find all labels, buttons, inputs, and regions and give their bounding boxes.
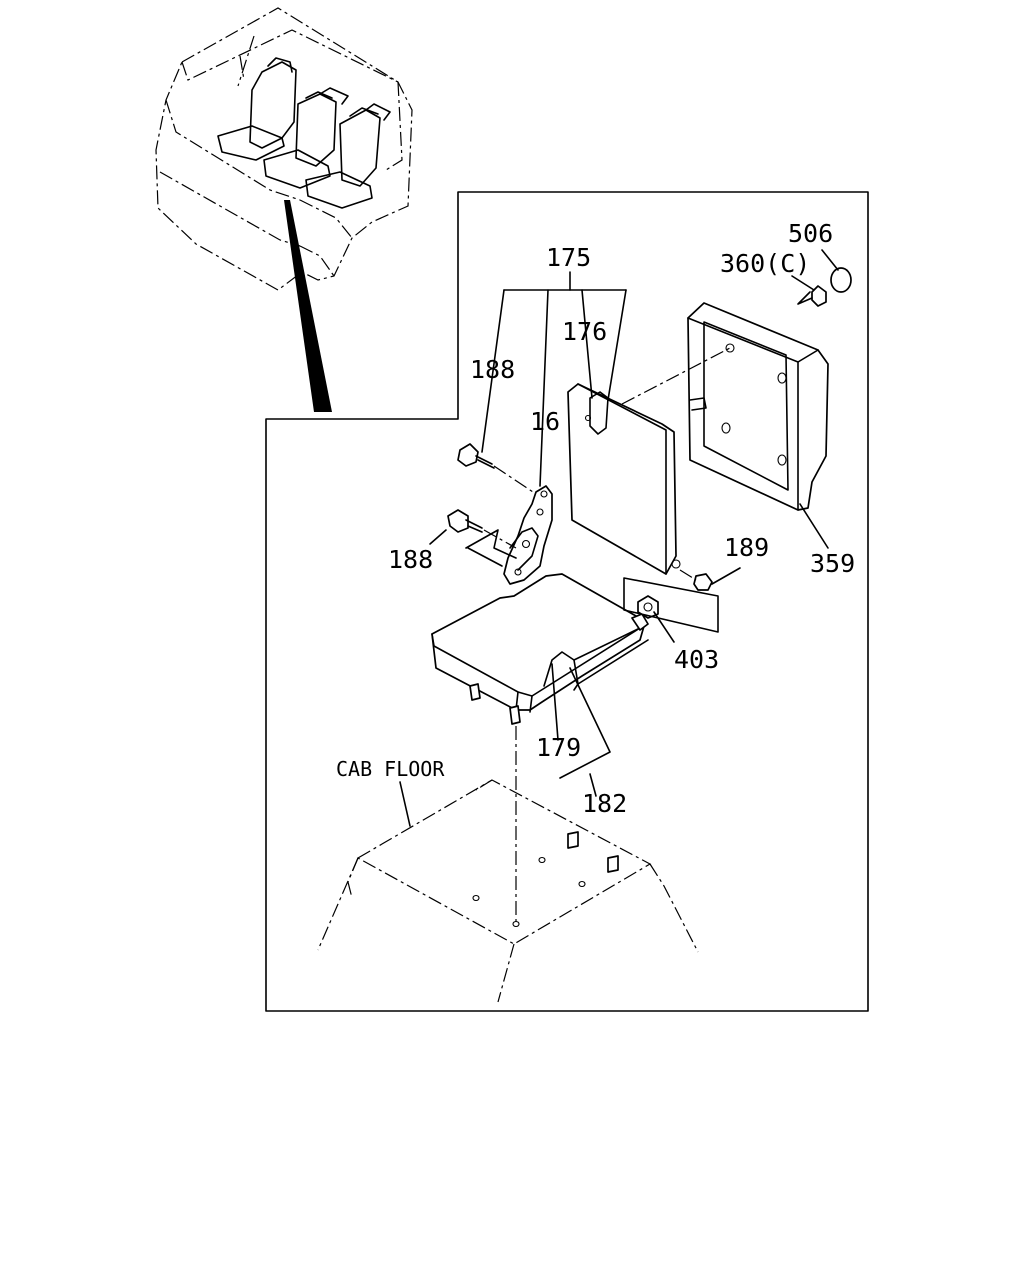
detail-callout-wedge — [284, 200, 332, 412]
nut-403 — [637, 595, 659, 619]
label-182: 182 — [582, 789, 627, 818]
cab-overview-illustration — [155, 7, 413, 291]
label-175: 175 — [546, 243, 591, 272]
seat-cushion-box — [431, 573, 649, 725]
bolt-188-upper-centerline — [493, 465, 537, 495]
label-16: 16 — [530, 407, 560, 436]
label-360c: 360(C) — [720, 249, 810, 278]
leader-lines — [399, 249, 839, 827]
detail-frame — [265, 191, 869, 1012]
cab-floor-illustration — [317, 779, 699, 1003]
label-188-upper: 188 — [470, 355, 515, 384]
bushing-189 — [693, 573, 713, 591]
seat-back-panel-176 — [567, 383, 681, 575]
label-506: 506 — [788, 219, 833, 248]
hinge-bracket-16 — [503, 485, 553, 585]
cover-alignment-line — [621, 347, 731, 405]
bolt-188-lower — [447, 509, 483, 533]
bolt-188-lower-centerline — [483, 529, 517, 549]
label-cab-floor: CAB FLOOR — [336, 757, 445, 781]
label-176: 176 — [562, 317, 607, 346]
label-359: 359 — [810, 549, 855, 578]
cap-506 — [830, 267, 852, 293]
label-189: 189 — [724, 533, 769, 562]
label-403: 403 — [674, 645, 719, 674]
label-188-lower: 188 — [388, 545, 433, 574]
seat-back-cover-359 — [687, 302, 829, 511]
bolt-188-upper — [457, 443, 495, 469]
label-179: 179 — [536, 733, 581, 762]
bushing-guide — [679, 569, 697, 581]
screw-360c — [797, 285, 827, 307]
